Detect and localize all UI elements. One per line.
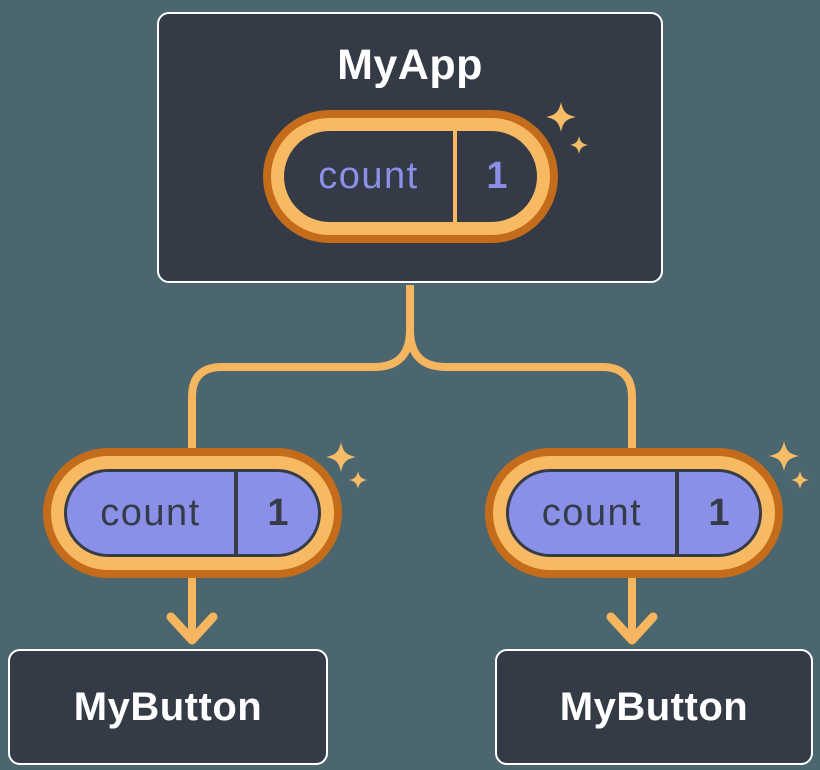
state-pill-core: count 1 xyxy=(64,469,321,557)
state-pill-ring: count 1 xyxy=(271,118,550,235)
state-value: 1 xyxy=(267,491,289,534)
pill-divider xyxy=(675,472,679,554)
pill-divider xyxy=(453,131,457,222)
state-label: count xyxy=(318,155,419,197)
node-myapp: MyApp count 1 xyxy=(157,12,663,283)
state-pill-core: count 1 xyxy=(506,469,762,557)
state-label: count xyxy=(541,491,643,534)
state-label: count xyxy=(100,491,201,534)
state-pill-child-left: count 1 xyxy=(43,448,342,578)
node-title: MyButton xyxy=(559,685,749,729)
pill-divider xyxy=(234,472,238,554)
node-title: MyButton xyxy=(73,685,263,729)
arrow-down-icon xyxy=(166,612,218,645)
node-mybutton-left: MyButton xyxy=(8,649,328,765)
arrow-down-icon xyxy=(606,612,658,645)
state-pill-core: count 1 xyxy=(284,131,537,222)
state-pill-ring: count 1 xyxy=(51,456,334,570)
node-mybutton-right: MyButton xyxy=(495,649,813,765)
state-pill-root: count 1 xyxy=(263,110,558,243)
node-title: MyApp xyxy=(337,41,483,89)
state-value: 1 xyxy=(708,491,730,534)
state-pill-ring: count 1 xyxy=(493,456,775,570)
state-value: 1 xyxy=(486,155,508,197)
state-pill-child-right: count 1 xyxy=(485,448,783,578)
